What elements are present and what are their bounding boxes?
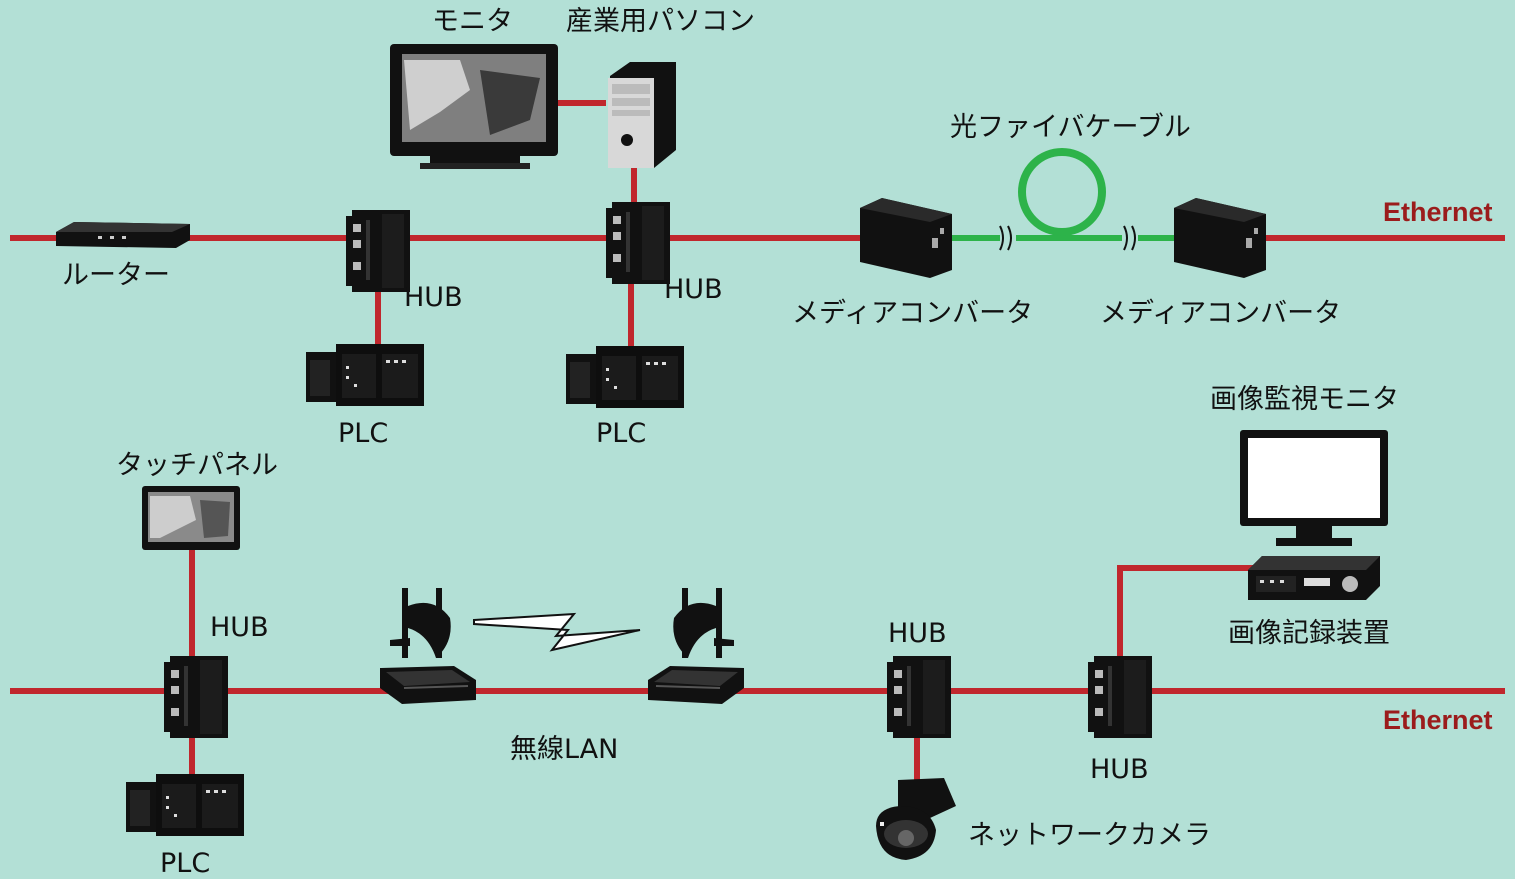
wireless-access-point-icon [379, 587, 477, 705]
plc-icon [566, 346, 684, 408]
media-converter-icon [860, 198, 952, 278]
ethernet-label-bottom: Ethernet [1383, 705, 1493, 735]
monitor-label: モニタ [432, 6, 513, 37]
plc-icon [126, 774, 244, 836]
industrial-pc-label: 産業用パソコン [566, 6, 755, 37]
wireless-access-point-icon [647, 587, 745, 705]
video-recorder-label: 画像記録装置 [1228, 618, 1390, 649]
hub-label: HUB [1090, 754, 1149, 785]
plc-icon [306, 344, 424, 406]
hub-icon [164, 656, 228, 738]
hub-icon [887, 656, 951, 738]
lightning-link-icon [473, 612, 641, 652]
monitor-icon [390, 44, 558, 169]
industrial-pc-icon [608, 62, 676, 168]
media-converter-icon [1174, 198, 1266, 278]
touch-panel-label: タッチパネル [116, 450, 278, 481]
hub-label: HUB [404, 282, 463, 313]
fiber-cable-label: 光ファイバケーブル [950, 112, 1191, 143]
dome-camera-icon [876, 778, 956, 860]
hub-icon [1088, 656, 1152, 738]
hub-label: HUB [888, 618, 947, 649]
hub-icon [346, 210, 410, 292]
surveillance-monitor-label: 画像監視モニタ [1210, 384, 1399, 415]
hub-icon [606, 202, 670, 284]
wireless-lan-label: 無線LAN [510, 734, 619, 765]
plc-label: PLC [596, 418, 647, 449]
router-icon [56, 222, 190, 248]
media-converter-label: メディアコンバータ [1100, 298, 1342, 329]
touch-panel-icon [142, 486, 240, 550]
network-camera-label: ネットワークカメラ [968, 820, 1211, 851]
router-label: ルーター [62, 260, 170, 291]
ethernet-label-top: Ethernet [1383, 197, 1493, 227]
plc-label: PLC [338, 418, 389, 449]
hub-label: HUB [664, 274, 723, 305]
hub-label: HUB [210, 612, 269, 643]
fiber-loop-icon [950, 148, 1178, 251]
video-recorder-icon [1248, 556, 1380, 600]
plc-label: PLC [160, 848, 211, 879]
media-converter-label: メディアコンバータ [792, 298, 1034, 329]
surveillance-monitor-icon [1240, 430, 1388, 546]
